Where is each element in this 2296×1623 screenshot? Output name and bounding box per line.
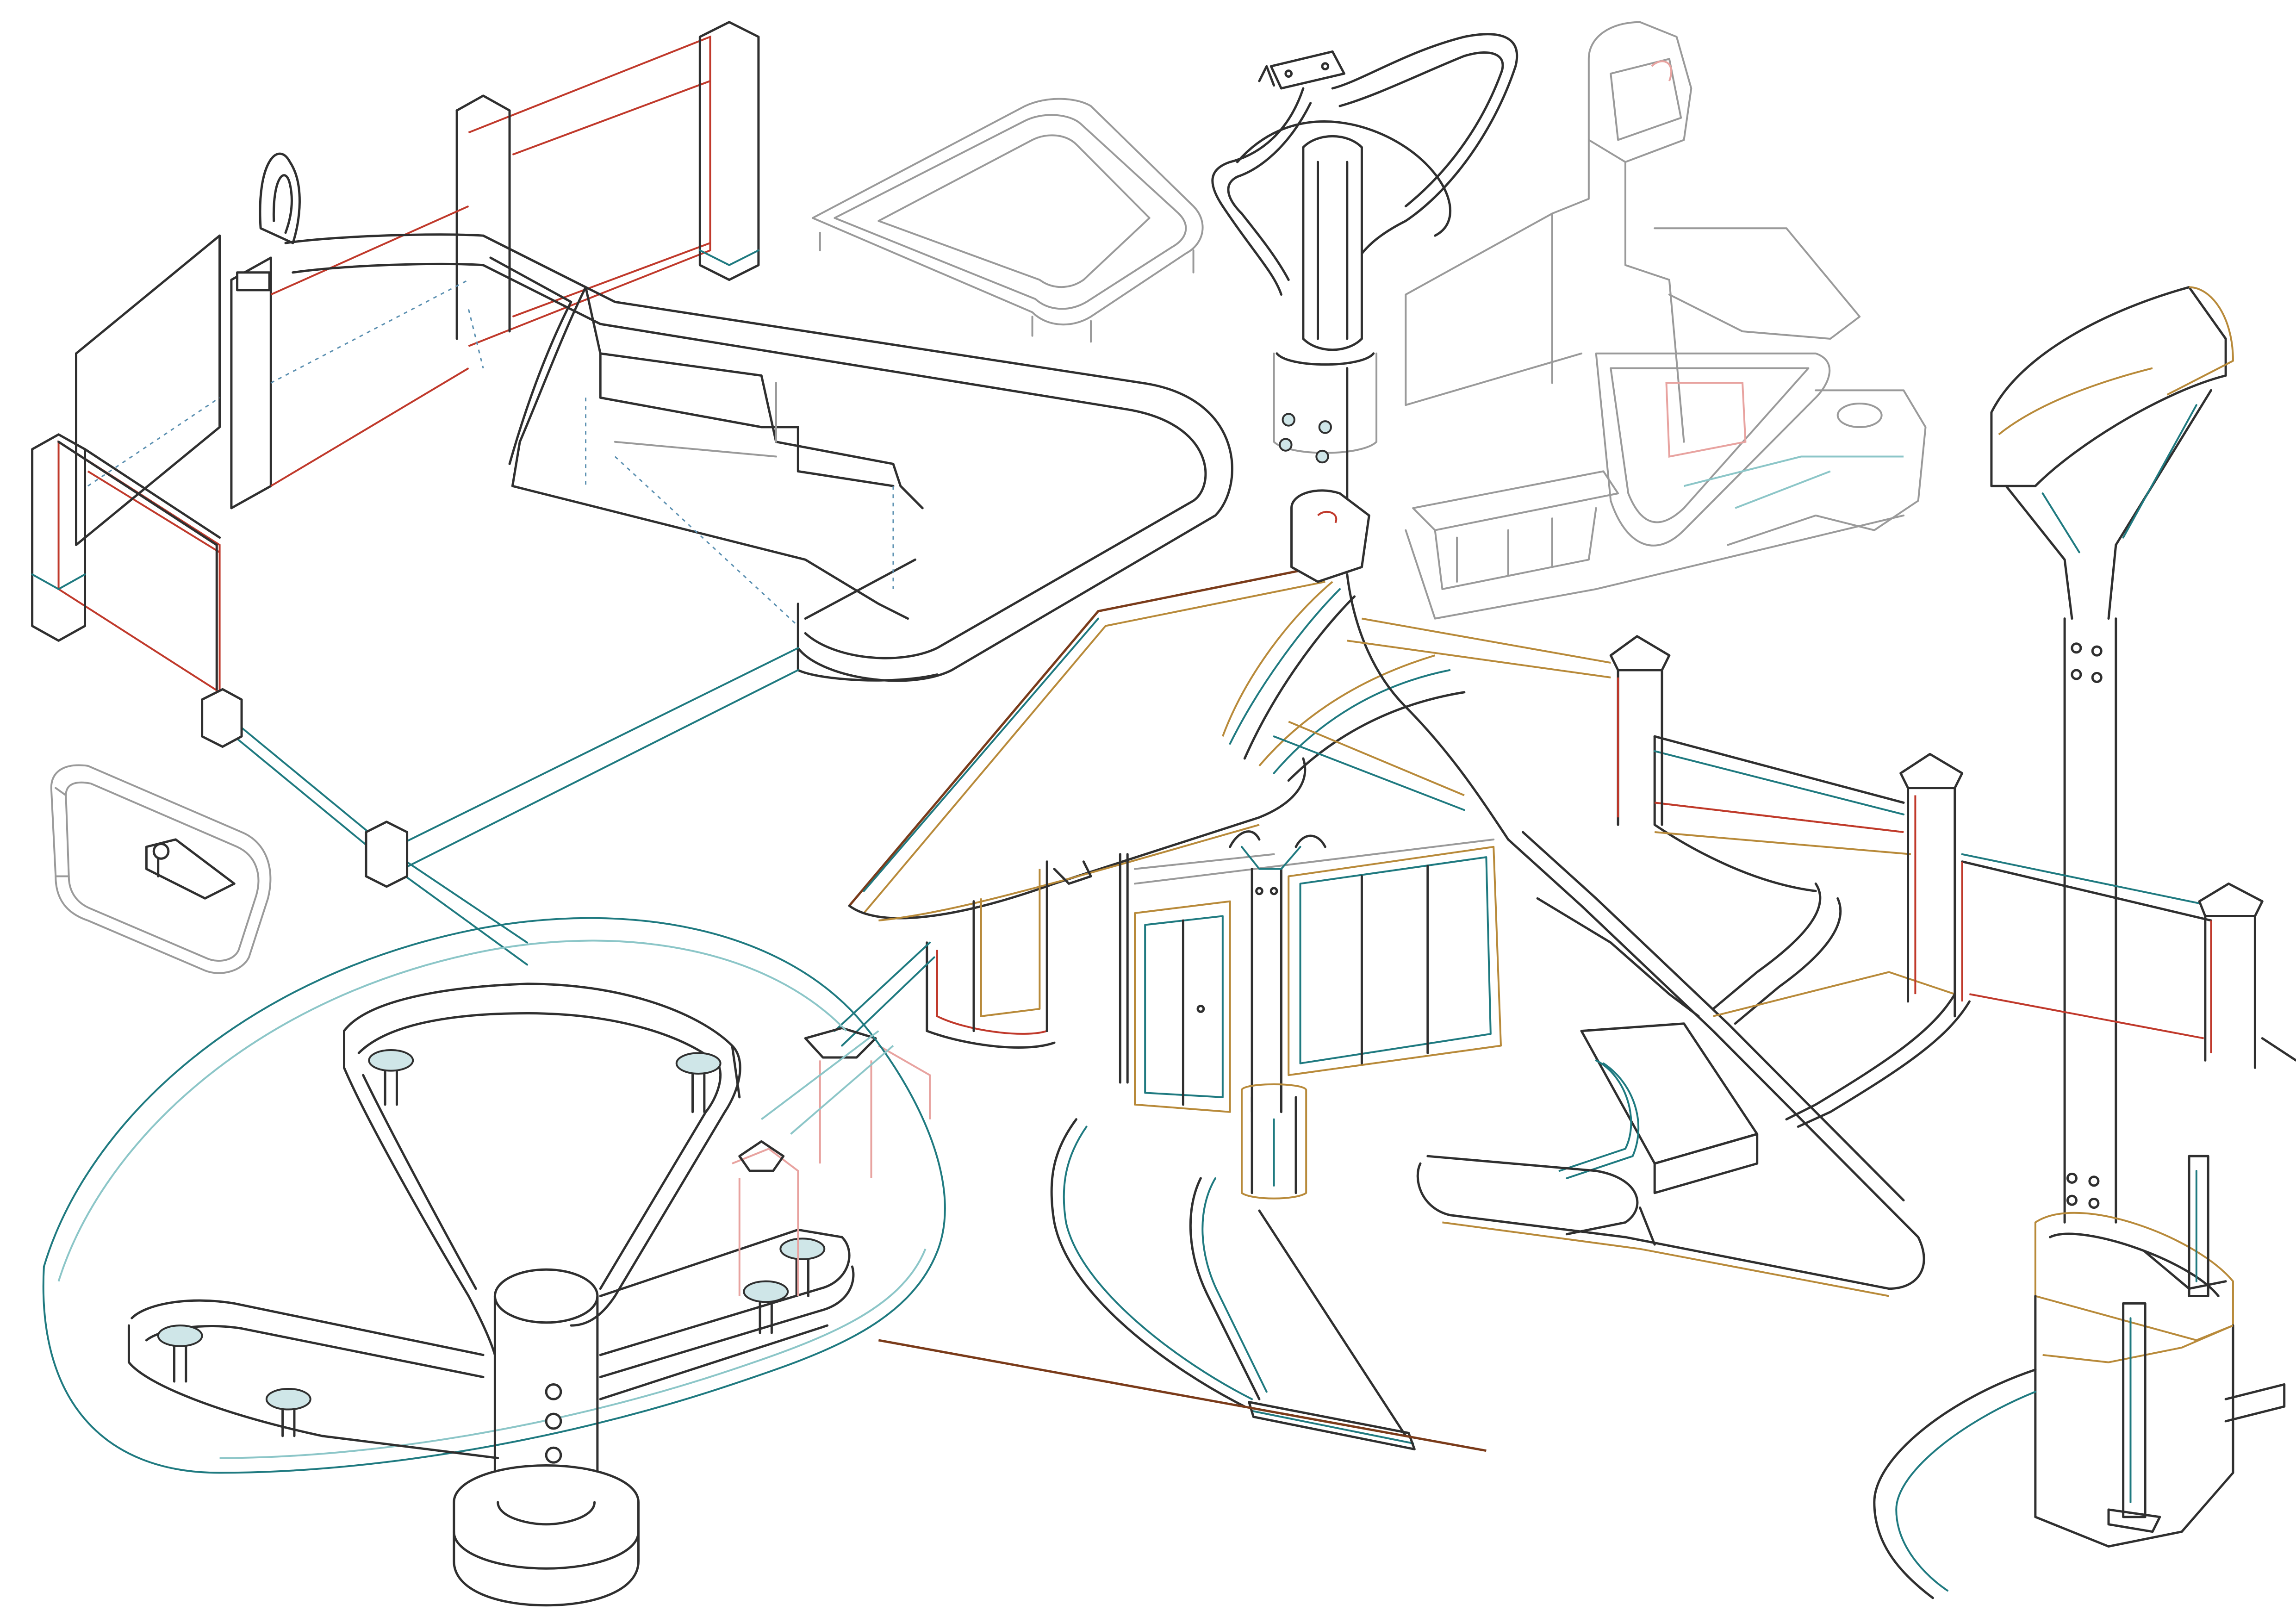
canopy-column: [1874, 287, 2284, 1598]
pavilion: [805, 491, 2296, 1451]
column-capital: [1213, 34, 1517, 501]
rounded-plaque: [51, 765, 271, 973]
sculptural-seat: [44, 918, 945, 1605]
light-building-volume: [1406, 22, 1925, 619]
walled-enclosure: [32, 22, 1232, 965]
rounded-frame: [813, 99, 1203, 342]
